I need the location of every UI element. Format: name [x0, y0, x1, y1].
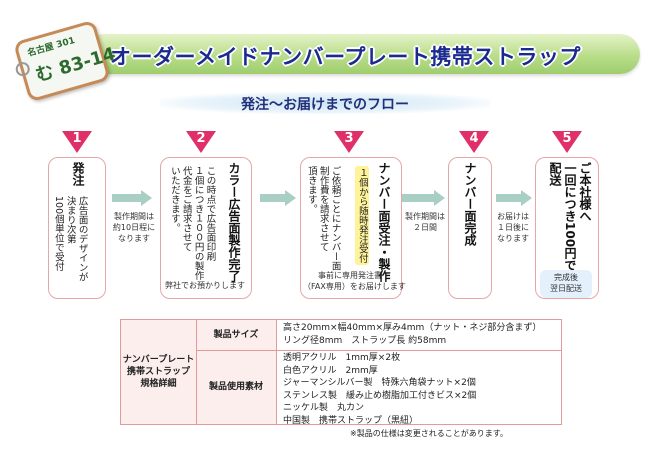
step-number-5: 5: [562, 131, 572, 146]
footnote: ※製品の仕様は変更されることがあります。: [350, 429, 508, 438]
step-3-body: ご依頼ごとにナンバー面 制作費を請求させて 頂きます。: [305, 166, 341, 271]
title-banner: [84, 34, 640, 74]
step-4-heading: ナンバー面完成: [463, 162, 477, 246]
step-card-4: [448, 157, 492, 299]
step-number-1: 1: [72, 131, 82, 146]
number-plate-logo: 名古屋 301 む 83-14: [13, 19, 118, 103]
step-5-chip: 完成後 翌日配送: [540, 270, 592, 298]
step-2-body: この時点で広告面印刷 １個につき１００円の製作 代金をご請求させて いただきます…: [168, 166, 216, 280]
flow-arrow-3: [402, 190, 446, 206]
step-marker-1: [62, 131, 92, 153]
spec-label-column: [196, 320, 276, 424]
step-card-1: [48, 157, 106, 299]
step-marker-2: [186, 131, 216, 153]
between-note-1: 製作期間は 約10日程に なります: [112, 212, 156, 243]
flow-subtitle: 発注〜お届けまでのフロー: [241, 97, 409, 113]
step-number-3: 3: [344, 131, 354, 146]
step-3-heading: ナンバー面受注・製作: [377, 162, 391, 282]
page-title: オーダーメイドナンバープレート携帯ストラップ: [110, 45, 581, 69]
size-label: 製品サイズ: [213, 330, 259, 340]
step-number-2: 2: [196, 131, 206, 146]
strap-ring-icon: [14, 60, 32, 78]
flow-arrow-4: [496, 190, 532, 206]
step-5-heading: ご本社様へ 一回につき100円で 配送: [548, 162, 592, 272]
flow-arrow-2: [260, 190, 296, 206]
step-marker-4: [459, 131, 489, 153]
step-1-heading: 発注: [71, 162, 85, 186]
step-3-highlight: １個から随時発注受付: [355, 166, 369, 265]
step-card-3: [300, 157, 402, 299]
subtitle-bar: [160, 92, 490, 114]
step-marker-3: [334, 131, 364, 153]
spec-table: ナンバープレート 携帯ストラップ 規格詳細 製品サイズ 高さ20mm×幅40mm…: [120, 319, 562, 426]
step-1-body: 広告面のデザインが 決まり次第 100個単位で受付: [52, 196, 88, 282]
size-values: 高さ20mm×幅40mm×厚み4mm（ナット・ネジ部分含まず） リング径8mm …: [283, 323, 542, 346]
step-card-2: [160, 157, 252, 299]
step-2-note: 弊社でお預かりします: [165, 281, 245, 290]
step-3-note: 事前に専用発注書 （FAX専用）をお届けします: [303, 271, 406, 291]
material-values: 透明アクリル 1mm厚×2枚 白色アクリル 2mm厚 ジャーマンシルバー製 特殊…: [283, 353, 477, 426]
step-marker-5: [552, 131, 582, 153]
flow-arrow-1: [112, 190, 152, 206]
spec-group-label: ナンバープレート 携帯ストラップ 規格詳細: [122, 355, 195, 390]
step-2-heading: カラー広告面製作完了: [227, 162, 241, 282]
material-label: 製品使用素材: [208, 382, 263, 392]
between-note-4: お届けは １日後に なります: [497, 212, 529, 243]
step-number-4: 4: [469, 131, 479, 146]
spec-group-cell: [121, 320, 196, 424]
between-note-3: 製作期間は ２日間: [405, 212, 445, 232]
